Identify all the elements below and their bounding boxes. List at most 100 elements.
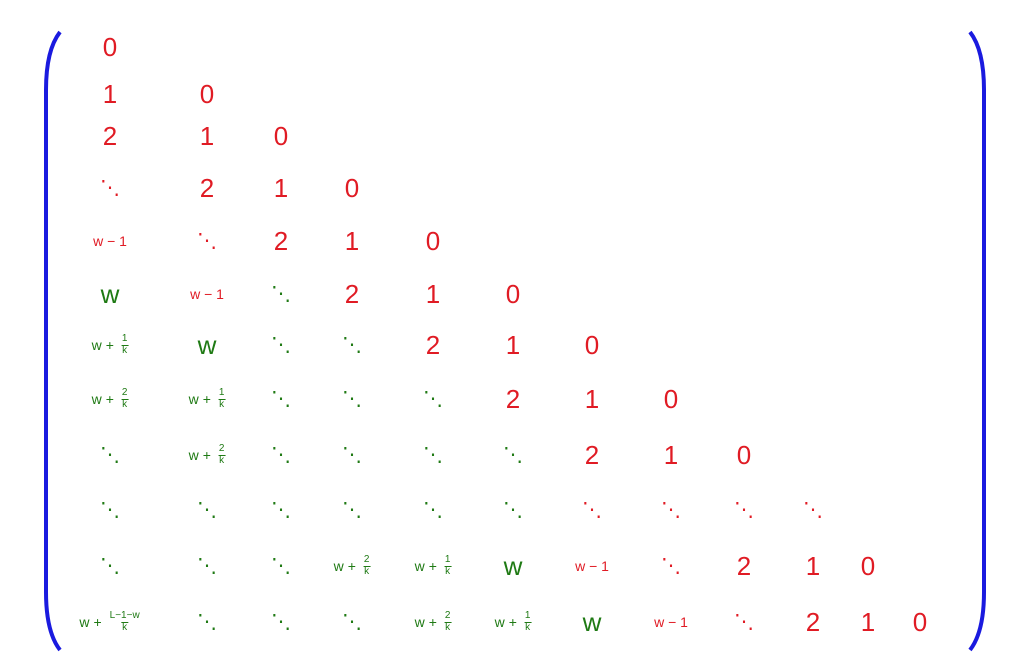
matrix-cell: 0 bbox=[737, 442, 751, 468]
diagonal-dots: ⋱ bbox=[342, 444, 362, 466]
digit: 0 bbox=[425, 226, 441, 256]
matrix-cell: ⋱ bbox=[271, 445, 291, 465]
plus-sign: + bbox=[428, 614, 437, 630]
digit: 1 bbox=[663, 440, 679, 470]
diagonal-dots: ⋱ bbox=[342, 611, 362, 633]
matrix-cell: 1 bbox=[274, 175, 288, 201]
matrix-cell: ⋱ bbox=[197, 231, 217, 251]
matrix-cell: ⋱ bbox=[734, 500, 754, 520]
matrix-cell: 2 bbox=[806, 609, 820, 635]
matrix-cell: 0 bbox=[200, 81, 214, 107]
diagonal-dots: ⋱ bbox=[582, 499, 602, 521]
w-minus-1: w − 1 bbox=[93, 233, 127, 249]
fraction-numerator: 2 bbox=[363, 554, 370, 565]
matrix-cell: 2 bbox=[426, 332, 440, 358]
matrix-cell: w bbox=[198, 332, 217, 358]
w-minus-1: w − 1 bbox=[575, 558, 609, 574]
diagonal-dots: ⋱ bbox=[197, 230, 217, 252]
digit: 1 bbox=[344, 226, 360, 256]
digit: 1 bbox=[805, 551, 821, 581]
matrix-cell: ⋱ bbox=[803, 500, 823, 520]
diagonal-dots: ⋱ bbox=[271, 444, 291, 466]
digit: 1 bbox=[425, 279, 441, 309]
w-var: w bbox=[91, 337, 102, 353]
digit: 0 bbox=[344, 173, 360, 203]
w-var: w bbox=[79, 614, 90, 630]
matrix-cell: ⋱ bbox=[100, 500, 120, 520]
matrix-cell: 2 bbox=[506, 386, 520, 412]
diagonal-dots: ⋱ bbox=[271, 611, 291, 633]
right-bracket bbox=[968, 30, 986, 652]
diagonal-dots: ⋱ bbox=[197, 611, 217, 633]
matrix-cell: 1 bbox=[585, 386, 599, 412]
matrix-cell: ⋱ bbox=[100, 445, 120, 465]
plus-sign: + bbox=[202, 391, 211, 407]
digit: 1 bbox=[102, 79, 118, 109]
matrix-cell: w − 1 bbox=[654, 615, 688, 629]
digit: 0 bbox=[912, 607, 928, 637]
matrix-cell: ⋱ bbox=[100, 556, 120, 576]
left-bracket bbox=[44, 30, 62, 652]
matrix-cell: ⋱ bbox=[271, 335, 291, 355]
matrix-cell: w bbox=[583, 609, 602, 635]
digit: 2 bbox=[273, 226, 289, 256]
fraction-denominator: k bbox=[218, 454, 226, 466]
diagonal-dots: ⋱ bbox=[503, 444, 523, 466]
matrix-cell: ⋱ bbox=[342, 445, 362, 465]
matrix-cell: w − 1 bbox=[575, 559, 609, 573]
matrix-cell: w bbox=[101, 281, 120, 307]
digit: 2 bbox=[425, 330, 441, 360]
matrix-cell: 2 bbox=[345, 281, 359, 307]
matrix-cell: 2 bbox=[274, 228, 288, 254]
matrix-cell: ⋱ bbox=[197, 500, 217, 520]
matrix-cell: 0 bbox=[585, 332, 599, 358]
fraction-denominator: k bbox=[218, 398, 226, 410]
matrix-cell: 1 bbox=[103, 81, 117, 107]
fraction-denominator: k bbox=[121, 398, 129, 410]
matrix-cell: 0 bbox=[345, 175, 359, 201]
matrix-cell: 1 bbox=[345, 228, 359, 254]
digit: 0 bbox=[663, 384, 679, 414]
fraction-numerator: 2 bbox=[121, 387, 128, 398]
diagonal-dots: ⋱ bbox=[342, 388, 362, 410]
matrix-cell: ⋱ bbox=[734, 612, 754, 632]
matrix-cell: ⋱ bbox=[661, 556, 681, 576]
matrix-cell: 0 bbox=[506, 281, 520, 307]
diagonal-dots: ⋱ bbox=[100, 555, 120, 577]
matrix-cell: ⋱ bbox=[582, 500, 602, 520]
matrix-cell: ⋱ bbox=[100, 178, 120, 198]
matrix-cell: ⋱ bbox=[271, 284, 291, 304]
fraction-numerator: 1 bbox=[218, 387, 225, 398]
matrix-cell: w − 1 bbox=[190, 287, 224, 301]
matrix-cell: ⋱ bbox=[661, 500, 681, 520]
matrix-cell: 2 bbox=[737, 553, 751, 579]
w-symbol: w bbox=[100, 279, 120, 309]
digit: 2 bbox=[805, 607, 821, 637]
w-minus-1: w − 1 bbox=[190, 286, 224, 302]
matrix-cell: ⋱ bbox=[503, 445, 523, 465]
matrix-cell: ⋱ bbox=[271, 500, 291, 520]
diagonal-dots: ⋱ bbox=[734, 611, 754, 633]
diagonal-dots: ⋱ bbox=[661, 555, 681, 577]
fraction-numerator: 1 bbox=[444, 554, 451, 565]
fraction-denominator: k bbox=[444, 621, 452, 633]
plus-sign: + bbox=[428, 558, 437, 574]
matrix-cell: 1 bbox=[806, 553, 820, 579]
matrix-cell: 1 bbox=[200, 123, 214, 149]
diagonal-dots: ⋱ bbox=[803, 499, 823, 521]
matrix-cell: 0 bbox=[426, 228, 440, 254]
fraction-numerator: 1 bbox=[121, 333, 128, 344]
digit: 0 bbox=[102, 32, 118, 62]
digit: 2 bbox=[584, 440, 600, 470]
fraction-numerator: 2 bbox=[444, 610, 451, 621]
